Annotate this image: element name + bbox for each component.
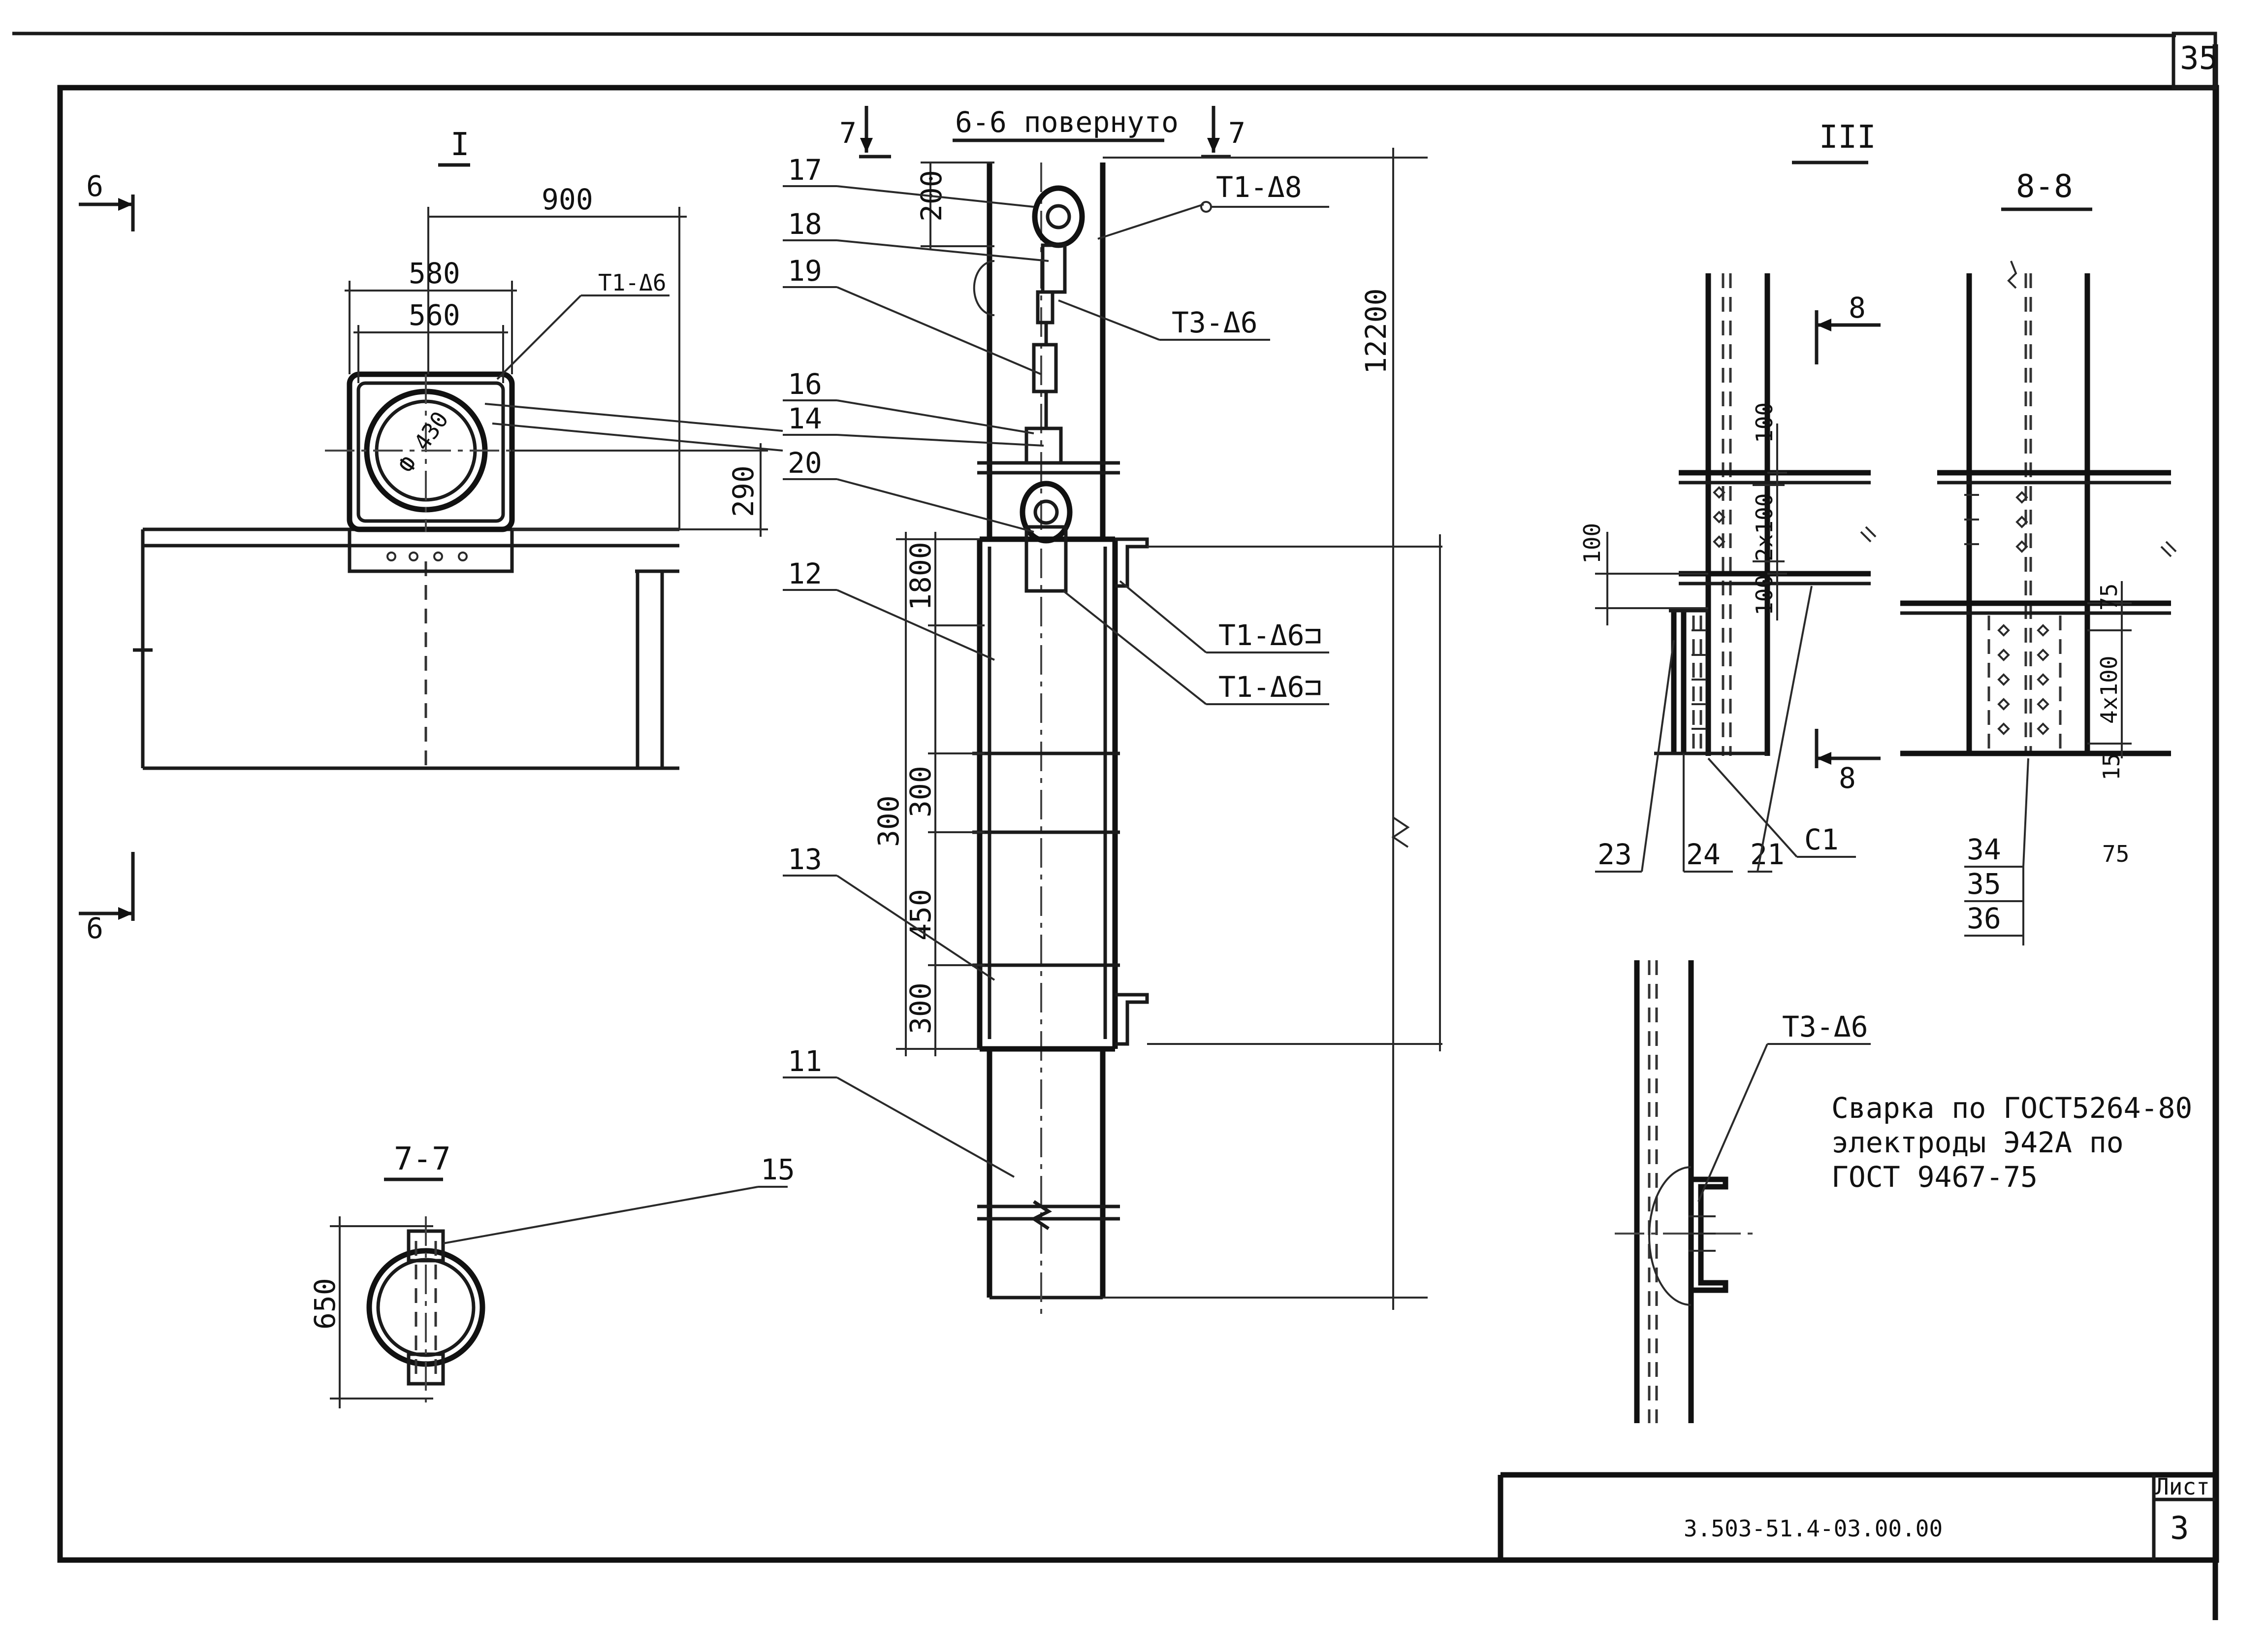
section-mark-7-left: 7 xyxy=(839,116,857,150)
view-7-7: 7-7 650 15 xyxy=(308,1141,795,1408)
view-88-dim-75-top: 75 xyxy=(2096,584,2122,611)
pos-19: 19 xyxy=(788,254,822,288)
detail-weld-label: Т3-Δ6 xyxy=(1782,1010,1868,1043)
view-III-dim-100-a: 100 xyxy=(1751,402,1778,443)
pos-14: 14 xyxy=(788,402,822,435)
view-66-dim-300-c: 300 xyxy=(904,982,937,1034)
sheet-label: Лист xyxy=(2155,1473,2210,1500)
view-I-weld: Т1-Δ6 xyxy=(598,269,666,296)
view-III-dim-100-c: 100 xyxy=(1579,523,1605,564)
view-88-title: 8-8 xyxy=(2016,168,2073,205)
weld-T1-d6-b: Т1-Δ6⊐ xyxy=(1218,670,1322,704)
view-77-title: 7-7 xyxy=(394,1141,451,1177)
pos-23: 23 xyxy=(1597,838,1632,871)
section-mark-8-top: 8 xyxy=(1849,291,1866,325)
pos-C1: С1 xyxy=(1804,823,1839,856)
view-66-dim-1800: 300 xyxy=(872,795,905,847)
view-I-dim-290: 290 xyxy=(727,465,760,517)
pos-11: 11 xyxy=(788,1044,822,1078)
note-line-2: электроды Э42А по xyxy=(1831,1126,2124,1159)
view-88-dim-75-bottom: 75 xyxy=(2102,841,2129,867)
view-III-dim-2x100: 2x100 xyxy=(1751,493,1778,561)
view-66-dim-450: 450 xyxy=(904,889,937,941)
view-III-dim-100-b: 100 xyxy=(1751,575,1778,616)
notes: Сварка по ГОСТ5264-80 электроды Э42А по … xyxy=(1831,1091,2192,1194)
pos-34: 34 xyxy=(1967,833,2001,866)
pos-12: 12 xyxy=(788,557,822,590)
section-mark-7-right: 7 xyxy=(1228,116,1246,150)
view-88-dim-4x100: 4х100 xyxy=(2096,656,2122,724)
pos-18: 18 xyxy=(788,207,822,241)
pos-24: 24 xyxy=(1686,838,1721,871)
view-66-dim-300-a: 1800 xyxy=(904,542,937,611)
sheet-top-trim-line xyxy=(12,32,2176,37)
pos-20: 20 xyxy=(788,446,822,480)
section-mark-6-bottom: 6 xyxy=(86,912,103,945)
section-mark-6-top: 6 xyxy=(86,169,103,203)
section-mark-8-bottom: 8 xyxy=(1839,761,1856,795)
pos-21: 21 xyxy=(1750,838,1785,871)
pos-36: 36 xyxy=(1967,902,2001,935)
view-8-8: 8-8 75 4х100 15 75 34 35 36 xyxy=(1900,168,2177,945)
page-number: 35 xyxy=(2180,40,2218,77)
view-77-dim-650: 650 xyxy=(308,1278,342,1330)
note-line-3: ГОСТ 9467-75 xyxy=(1831,1160,2038,1194)
view-I-dim-900: 900 xyxy=(542,183,593,216)
pos-35: 35 xyxy=(1967,867,2001,901)
view-88-dim-15: 15 xyxy=(2098,753,2125,781)
view-66-title: 6-6 повернуто xyxy=(955,105,1179,139)
weld-T3-d6: Т3-Δ6 xyxy=(1172,306,1258,339)
view-I-title: I xyxy=(450,127,470,163)
view-6-6: 6-6 повернуто 7 7 xyxy=(783,105,1442,1320)
view-I: I 6 6 Ф 430 900 xyxy=(79,127,783,945)
pos-13: 13 xyxy=(788,843,822,876)
view-III: III 8 8 100 2x100 100 xyxy=(1579,119,1881,873)
weld-T1-d8: Т1-Δ8 xyxy=(1216,170,1302,204)
sheet-number: 3 xyxy=(2170,1510,2189,1547)
view-III-title: III xyxy=(1819,119,1876,156)
view-I-diameter: Ф 430 xyxy=(393,406,454,477)
view-66-dim-300-b: 300 xyxy=(904,766,937,817)
page-number-box: 35 xyxy=(2172,32,2218,90)
note-line-1: Сварка по ГОСТ5264-80 xyxy=(1831,1091,2192,1125)
view-77-pos-15: 15 xyxy=(761,1153,795,1186)
view-I-dim-560: 560 xyxy=(409,298,460,332)
pos-17: 17 xyxy=(788,153,822,187)
view-I-dim-580: 580 xyxy=(409,257,460,290)
weld-T1-d6-a: Т1-Δ6⊐ xyxy=(1218,619,1322,652)
title-block: Лист 3 3.503-51.4-03.00.00 xyxy=(1498,1472,2215,1560)
pos-16: 16 xyxy=(788,367,822,401)
weld-detail: Т3-Δ6 xyxy=(1615,960,1871,1423)
document-code: 3.503-51.4-03.00.00 xyxy=(1684,1515,1943,1542)
drawing-frame xyxy=(57,85,2219,1563)
view-66-dim-12200: 12200 xyxy=(1359,288,1393,374)
